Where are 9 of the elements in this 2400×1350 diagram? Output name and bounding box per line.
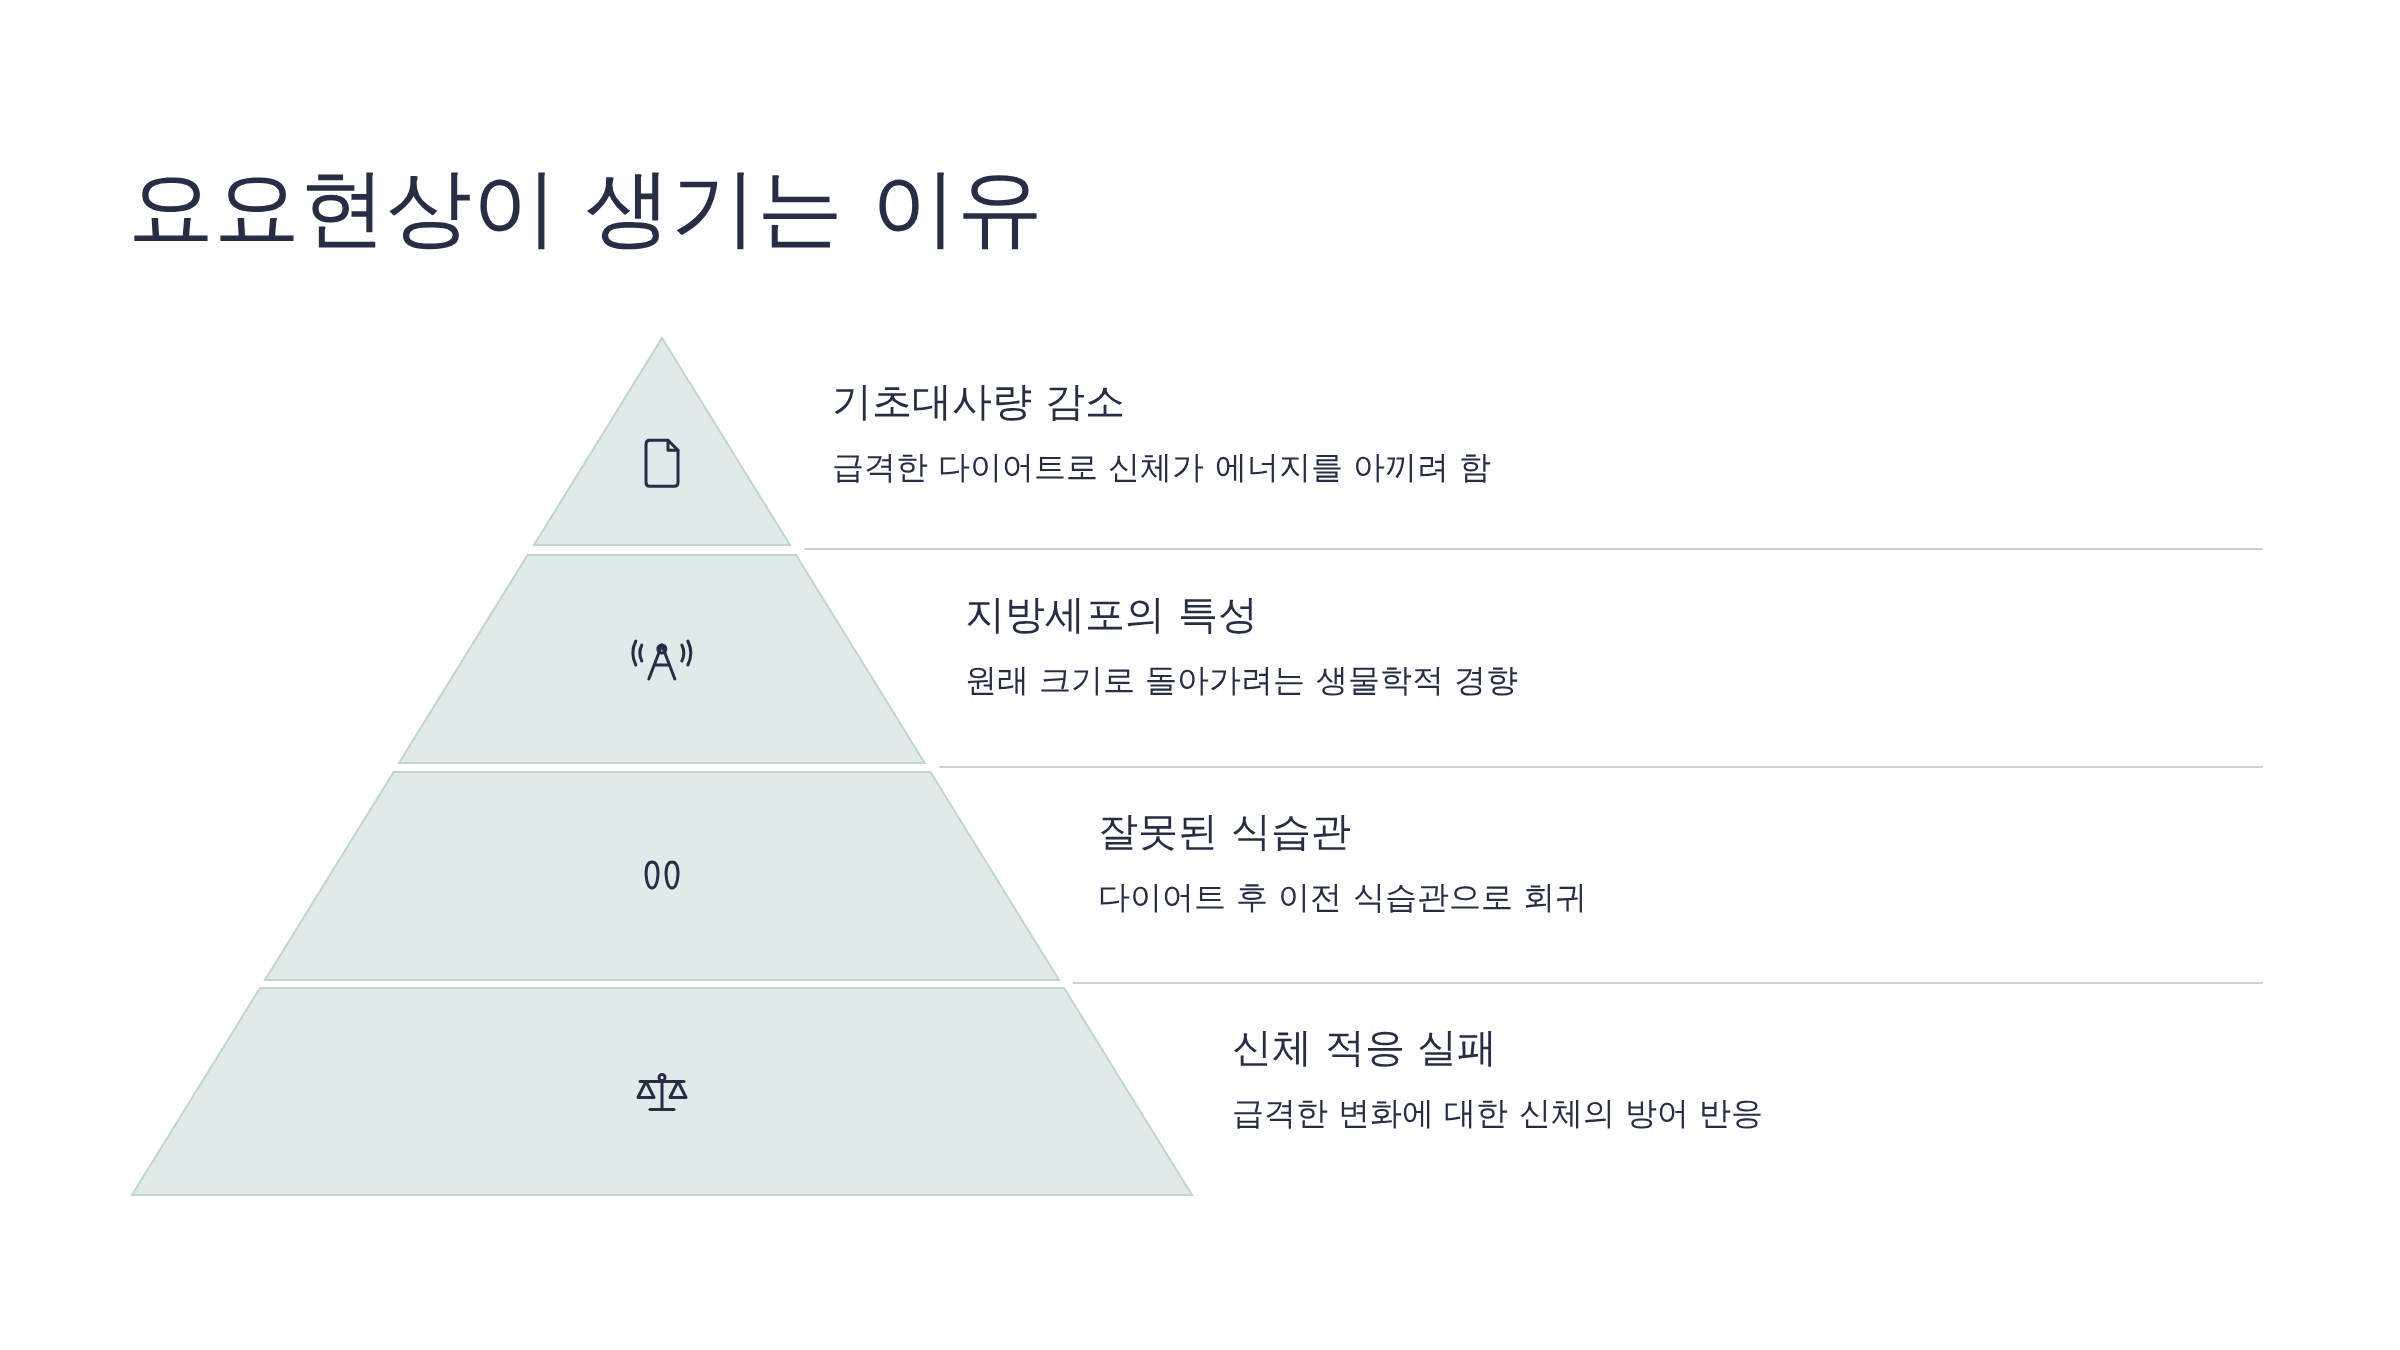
layer-description: 급격한 다이어트로 신체가 에너지를 아끼려 함: [832, 447, 1491, 488]
layer-description: 급격한 변화에 대한 신체의 방어 반응: [1232, 1093, 1763, 1134]
layer-description: 원래 크기로 돌아가려는 생물학적 경향: [965, 660, 1518, 701]
title: 요요현상이 생기는 이유: [128, 156, 1043, 259]
layer-description: 다이어트 후 이전 식습관으로 회귀: [1098, 877, 1587, 918]
layer-heading: 신체 적응 실패: [1232, 1023, 1498, 1072]
layer-heading: 잘못된 식습관: [1098, 807, 1351, 856]
layer-heading: 지방세포의 특성: [965, 590, 1258, 639]
layer-heading: 기초대사량 감소: [832, 377, 1125, 426]
